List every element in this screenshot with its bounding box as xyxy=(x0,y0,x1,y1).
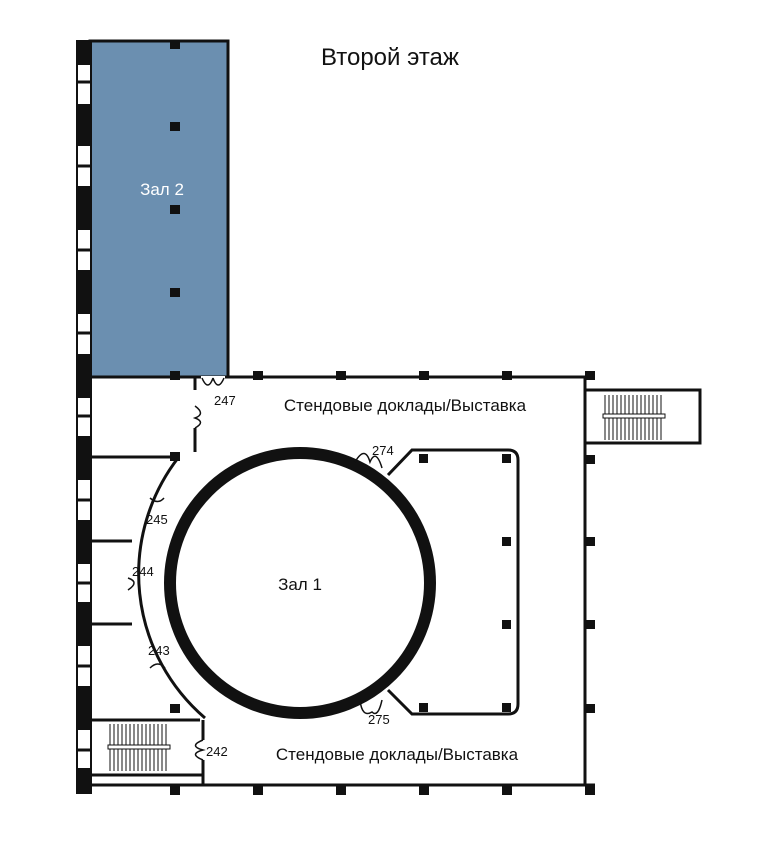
door-244-label: 244 xyxy=(132,564,154,579)
poster-area-top-label: Стендовые доклады/Выставка xyxy=(284,396,527,415)
door-245-label: 245 xyxy=(146,512,168,527)
door-244-icon[interactable] xyxy=(128,578,134,590)
door-274-label: 274 xyxy=(372,443,394,458)
left-wall-windows xyxy=(77,41,91,793)
door-243-label: 243 xyxy=(148,643,170,658)
hall-2-area[interactable] xyxy=(90,41,228,377)
staircase-left-icon[interactable] xyxy=(108,724,170,771)
door-hall2-side-icon[interactable] xyxy=(191,405,201,428)
floor-title: Второй этаж xyxy=(321,44,459,71)
door-275-label: 275 xyxy=(368,712,390,727)
hall-2-label: Зал 2 xyxy=(140,180,184,199)
door-247-label: 247 xyxy=(214,393,236,408)
staircase-right-icon[interactable] xyxy=(585,390,700,443)
poster-area-bottom-label: Стендовые доклады/Выставка xyxy=(276,745,519,764)
door-242-label: 242 xyxy=(206,744,228,759)
hall-1-label: Зал 1 xyxy=(278,575,322,594)
door-247-icon[interactable] xyxy=(201,376,225,385)
